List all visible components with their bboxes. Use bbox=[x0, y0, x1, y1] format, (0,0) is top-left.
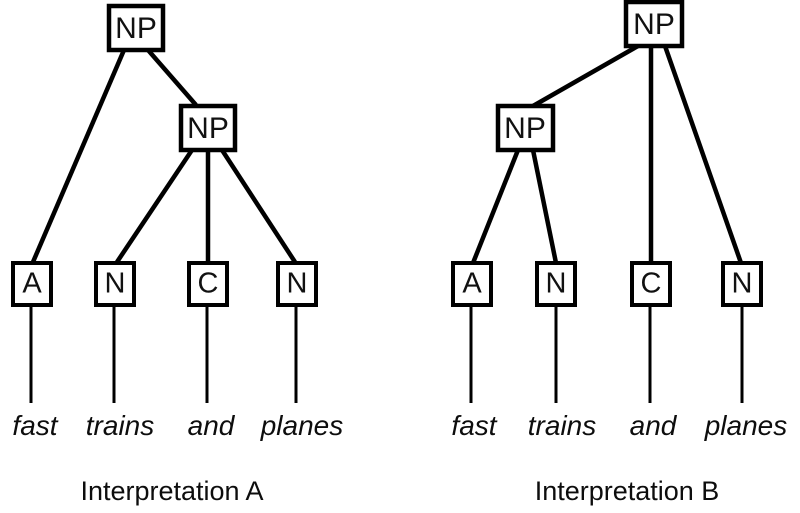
edge-root-to-a bbox=[30, 49, 127, 263]
word-b-2: and bbox=[630, 410, 678, 441]
node-leaf-b-2-label: C bbox=[641, 268, 662, 300]
node-leaf-b-2[interactable]: C bbox=[630, 261, 672, 307]
node-leaf-a-1[interactable]: N bbox=[94, 261, 136, 307]
word-a-0: fast bbox=[12, 410, 58, 441]
node-root-np-b[interactable]: NP bbox=[623, 0, 685, 49]
node-inner-np-b-label: NP bbox=[504, 112, 546, 145]
node-leaf-a-0[interactable]: A bbox=[11, 261, 53, 307]
word-b-1: trains bbox=[528, 410, 596, 441]
node-leaf-a-2[interactable]: C bbox=[187, 261, 229, 307]
caption-tree-b: Interpretation B bbox=[535, 476, 720, 506]
word-b-0: fast bbox=[451, 410, 497, 441]
caption-tree-a: Interpretation A bbox=[80, 476, 263, 506]
node-root-np-b-label: NP bbox=[633, 8, 675, 41]
node-leaf-b-1[interactable]: N bbox=[535, 261, 577, 307]
edge-np-to-a-b bbox=[470, 149, 521, 264]
node-inner-np-a[interactable]: NP bbox=[178, 103, 238, 153]
tree-b: NP NP A N C N bbox=[451, 0, 788, 506]
edge-np-to-n2 bbox=[220, 148, 297, 264]
word-a-2: and bbox=[188, 410, 236, 441]
word-a-3: planes bbox=[260, 410, 344, 441]
edge-root-to-n-b bbox=[662, 45, 744, 264]
edge-np-to-n-b bbox=[530, 149, 559, 264]
word-a-1: trains bbox=[86, 410, 154, 441]
node-leaf-a-3-label: N bbox=[287, 268, 308, 300]
word-b-3: planes bbox=[704, 410, 788, 441]
node-inner-np-b[interactable]: NP bbox=[495, 103, 556, 153]
node-leaf-b-0[interactable]: A bbox=[451, 261, 493, 307]
edge-np-to-n1 bbox=[115, 148, 194, 264]
node-root-np-a[interactable]: NP bbox=[106, 3, 166, 53]
node-leaf-a-0-label: A bbox=[22, 268, 42, 300]
node-leaf-b-3[interactable]: N bbox=[721, 261, 763, 307]
node-leaf-a-3[interactable]: N bbox=[276, 261, 318, 307]
node-leaf-b-0-label: A bbox=[462, 268, 482, 300]
tree-a: NP NP A N C N bbox=[11, 3, 344, 506]
edge-root-to-np-b bbox=[531, 44, 640, 108]
node-leaf-b-1-label: N bbox=[546, 268, 567, 300]
node-inner-np-a-label: NP bbox=[187, 112, 229, 145]
node-leaf-a-2-label: C bbox=[198, 268, 219, 300]
edge-root-to-np bbox=[146, 48, 198, 107]
node-leaf-a-1-label: N bbox=[105, 268, 126, 300]
node-root-np-a-label: NP bbox=[115, 12, 157, 45]
node-leaf-b-3-label: N bbox=[732, 268, 753, 300]
